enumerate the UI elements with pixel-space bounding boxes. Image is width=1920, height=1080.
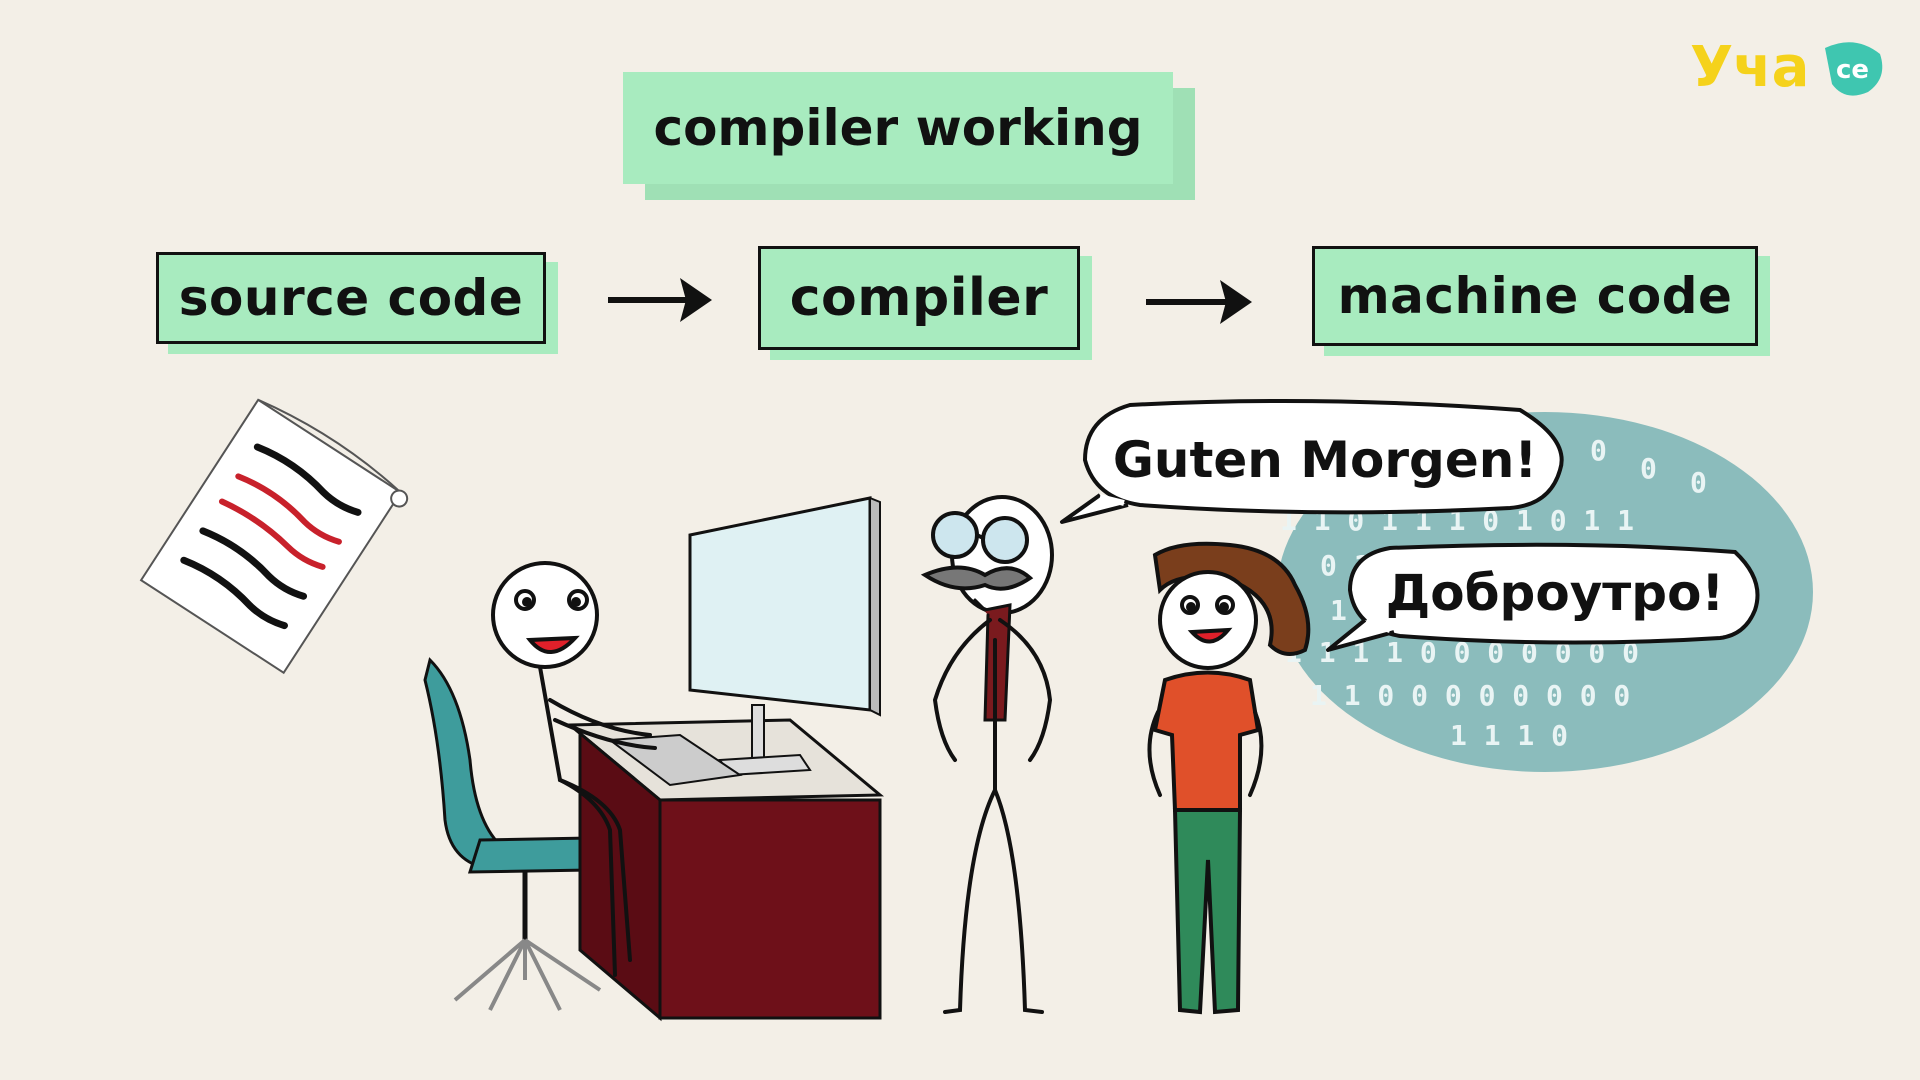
professor-person — [920, 495, 1054, 1014]
arrow-right-icon — [1146, 280, 1252, 324]
document-icon — [139, 398, 409, 675]
svg-text:се: се — [1836, 55, 1869, 85]
compiler-box: compiler — [758, 246, 1080, 350]
source-code-label: source code — [178, 269, 524, 327]
brand-logo: Уча се — [1690, 26, 1890, 106]
machine-code-label: machine code — [1337, 267, 1733, 325]
svg-text:Уча: Уча — [1690, 35, 1809, 100]
speech-bubble-russian — [1326, 542, 1760, 652]
speech-bubble-german — [1060, 399, 1564, 524]
seated-person — [491, 561, 657, 977]
source-code-box: source code — [156, 252, 546, 344]
german-greeting: Guten Morgen! — [1112, 431, 1538, 489]
machine-code-box: machine code — [1312, 246, 1758, 346]
compiler-label: compiler — [789, 268, 1049, 328]
computer-monitor — [688, 496, 881, 777]
arrow-right-icon — [608, 278, 712, 322]
title-box: compiler working — [623, 72, 1173, 184]
title-text: compiler working — [653, 99, 1143, 157]
woman-person — [1147, 541, 1311, 1015]
russian-greeting: Доброутро! — [1385, 564, 1725, 622]
